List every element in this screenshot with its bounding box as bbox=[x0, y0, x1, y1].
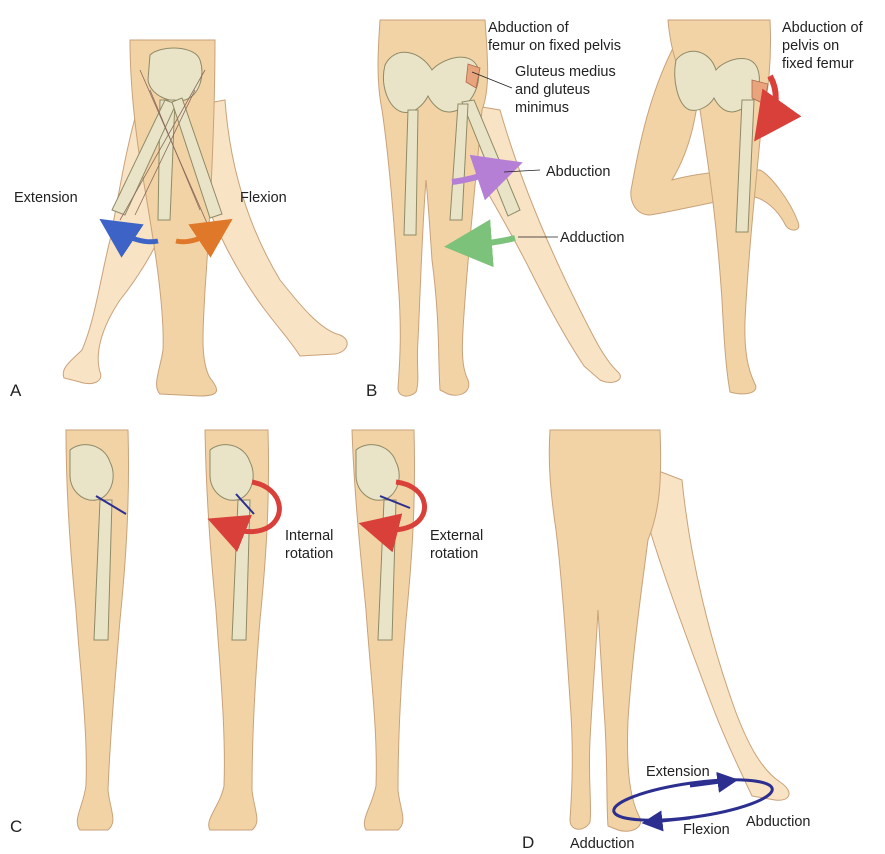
flexion-label: Flexion bbox=[240, 190, 287, 206]
abduction-pelvis-label-line2: pelvis on bbox=[782, 38, 839, 54]
adduction-label: Adduction bbox=[570, 836, 635, 852]
external-rotation-label-line1: External bbox=[430, 528, 483, 544]
panel-letter-c: C bbox=[10, 817, 22, 836]
abduction-femur-label-line1: Abduction of bbox=[488, 20, 570, 36]
external-rotation-label-line2: rotation bbox=[430, 546, 478, 562]
internal-rotation-label-line2: rotation bbox=[285, 546, 333, 562]
abduction-label: Abduction bbox=[746, 814, 811, 830]
abduction-pelvis-label-line3: fixed femur bbox=[782, 56, 854, 72]
panel-a: Extension Flexion A bbox=[10, 40, 347, 400]
extension-label: Extension bbox=[646, 764, 710, 780]
adduction-arrow-icon bbox=[468, 238, 515, 245]
panel-c: Internal rotation External rotation C bbox=[10, 430, 483, 836]
panel-letter-b: B bbox=[366, 381, 377, 400]
torso-legs bbox=[549, 430, 660, 831]
flexion-label: Flexion bbox=[683, 822, 730, 838]
panel-b: Abduction of femur on fixed pelvis Glute… bbox=[366, 20, 625, 400]
panel-letter-d: D bbox=[522, 833, 534, 852]
pelvis-rotation-arrow-icon bbox=[768, 76, 776, 122]
abduction-pelvis-label-line1: Abduction of bbox=[782, 20, 864, 36]
gluteus-label-line3: minimus bbox=[515, 100, 569, 116]
extension-label: Extension bbox=[14, 190, 78, 206]
internal-rotation-label-line1: Internal bbox=[285, 528, 333, 544]
panel-b-pelvis-figure: Abduction of pelvis on fixed femur bbox=[631, 20, 864, 394]
gluteus-label-line1: Gluteus medius bbox=[515, 64, 616, 80]
panel-d: Extension Flexion Abduction Adduction D bbox=[522, 430, 811, 852]
abduction-label: Abduction bbox=[546, 164, 611, 180]
adduction-label: Adduction bbox=[560, 230, 625, 246]
abduction-femur-label-line2: femur on fixed pelvis bbox=[488, 38, 621, 54]
gluteus-label-line2: and gluteus bbox=[515, 82, 590, 98]
panel-letter-a: A bbox=[10, 381, 22, 400]
